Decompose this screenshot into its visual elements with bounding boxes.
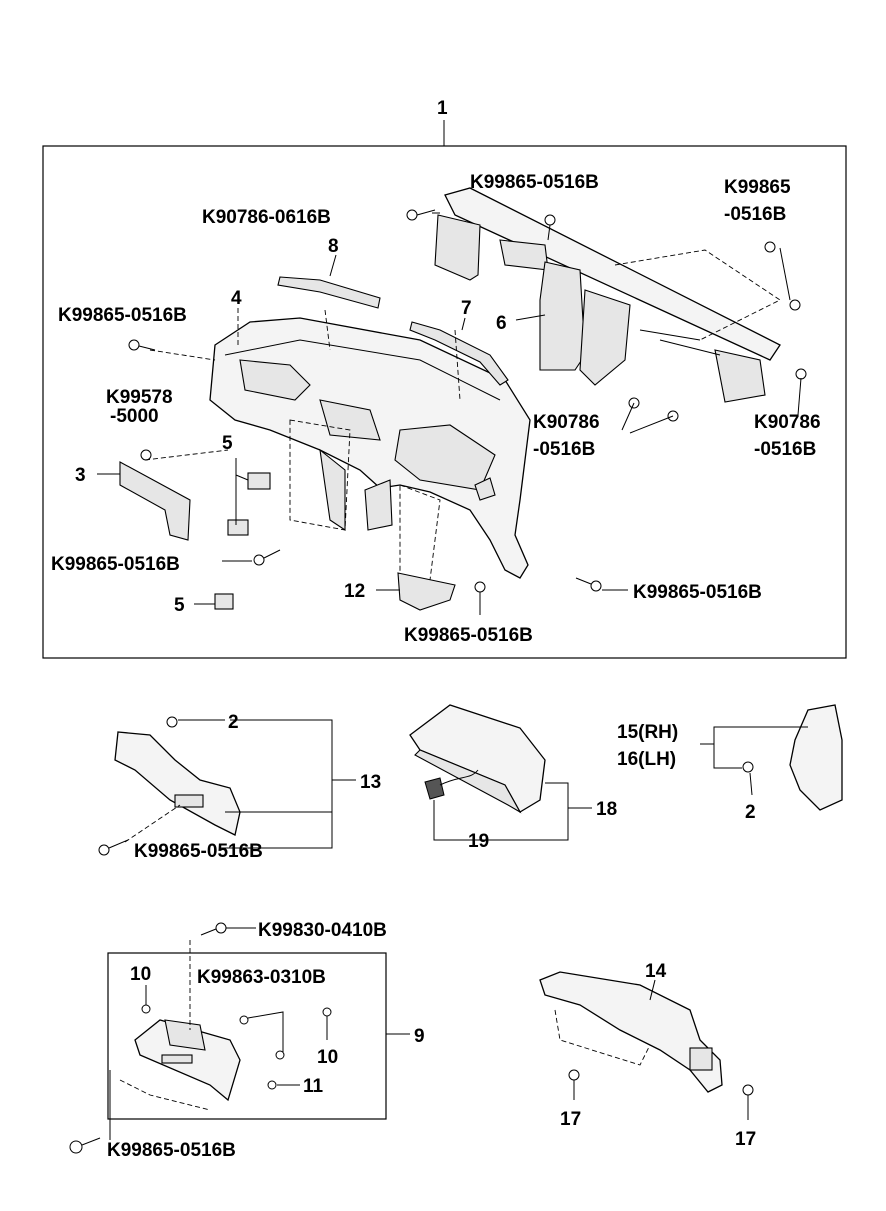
clip-part-5-upper <box>247 472 271 490</box>
label-part-17-b: 17 <box>735 1129 756 1150</box>
screw-icon <box>590 580 602 592</box>
clip-icon <box>742 761 754 773</box>
label-bolt-right-a: K90786 <box>754 412 821 433</box>
label-nut-b: -5000 <box>110 406 159 427</box>
screw-icon <box>275 1050 285 1060</box>
crash-pad <box>209 317 531 579</box>
label-part-13: 13 <box>360 772 381 793</box>
label-bolt-left: K99865-0516B <box>58 305 187 326</box>
washer-icon <box>267 1080 277 1090</box>
bolt-icon <box>544 214 556 226</box>
clip-part-5-lower <box>214 593 234 610</box>
label-bolt-mid-b: -0516B <box>533 439 595 460</box>
screw-icon <box>239 1015 249 1025</box>
bolt-icon <box>406 209 418 221</box>
label-screw-glovebox-top: K99830-0410B <box>258 920 387 941</box>
label-part-17-a: 17 <box>560 1109 581 1130</box>
glovebox-part-9 <box>134 1019 241 1102</box>
label-bolt-top-right-a: K99865 <box>724 177 791 198</box>
label-part-7: 7 <box>461 298 472 319</box>
label-bolt-top-left: K90786-0616B <box>202 207 331 228</box>
screw-icon <box>742 1084 754 1096</box>
harness-part-19 <box>424 777 445 800</box>
screw-icon <box>141 1004 151 1014</box>
label-part-12: 12 <box>344 581 365 602</box>
label-bolt-top-center: K99865-0516B <box>470 172 599 193</box>
label-bolt-top-right-b: -0516B <box>724 204 786 225</box>
screw-icon <box>215 922 227 934</box>
label-screw-13: K99865-0516B <box>134 841 263 862</box>
clip-icon <box>166 716 178 728</box>
label-screw-glovebox-bottom: K99865-0516B <box>107 1140 236 1161</box>
bracket-part-3 <box>119 461 191 541</box>
label-bolt-right-b: -0516B <box>754 439 816 460</box>
label-screw-lower-right: K99865-0516B <box>633 582 762 603</box>
clip-part-5-mid <box>227 519 249 536</box>
label-nut-a: K99578 <box>106 387 173 408</box>
bolt-icon <box>795 368 807 380</box>
label-clip-2-b: 2 <box>745 802 756 823</box>
duct-part-8 <box>277 276 381 309</box>
lower-panel-part-13 <box>114 731 241 836</box>
bracket-part-12 <box>397 572 456 611</box>
cowl-crossbar <box>434 187 781 403</box>
label-part-5-upper: 5 <box>222 433 233 454</box>
label-part-16: 16(LH) <box>617 749 676 770</box>
label-part-10-a: 10 <box>130 964 151 985</box>
glovebox-housing-part-18 <box>409 704 546 814</box>
label-part-15: 15(RH) <box>617 722 678 743</box>
label-screw-glovebox-mid: K99863-0310B <box>197 967 326 988</box>
label-part-18: 18 <box>596 799 617 820</box>
nut-icon <box>140 449 152 461</box>
screw-icon <box>474 581 486 593</box>
label-part-4: 4 <box>231 288 242 309</box>
label-screw-bottom-center: K99865-0516B <box>404 625 533 646</box>
bolt-icon <box>128 339 140 351</box>
label-screw-lower-left: K99865-0516B <box>51 554 180 575</box>
duct-part-7 <box>409 321 509 386</box>
label-part-5-lower: 5 <box>174 595 185 616</box>
label-bolt-mid-a: K90786 <box>533 412 600 433</box>
label-part-3: 3 <box>75 465 86 486</box>
screw-icon <box>568 1069 580 1081</box>
label-part-6: 6 <box>496 313 507 334</box>
screw-icon <box>69 1140 83 1154</box>
label-part-19: 19 <box>468 831 489 852</box>
label-main-assembly: 1 <box>437 98 448 119</box>
clip-icon <box>322 1007 332 1017</box>
label-part-11: 11 <box>303 1076 324 1097</box>
center-panel-part-14 <box>539 971 723 1093</box>
screw-icon <box>253 554 265 566</box>
glovebox-frame <box>107 952 387 1120</box>
side-cover-part-15-16 <box>789 704 843 811</box>
label-clip-2-a: 2 <box>228 712 239 733</box>
label-part-14: 14 <box>645 961 667 982</box>
label-part-9: 9 <box>414 1026 425 1047</box>
bolt-icon <box>764 241 776 253</box>
label-part-10-b: 10 <box>317 1047 338 1068</box>
bolt-icon <box>789 299 801 311</box>
label-part-8: 8 <box>328 236 339 257</box>
screw-icon <box>98 844 110 856</box>
